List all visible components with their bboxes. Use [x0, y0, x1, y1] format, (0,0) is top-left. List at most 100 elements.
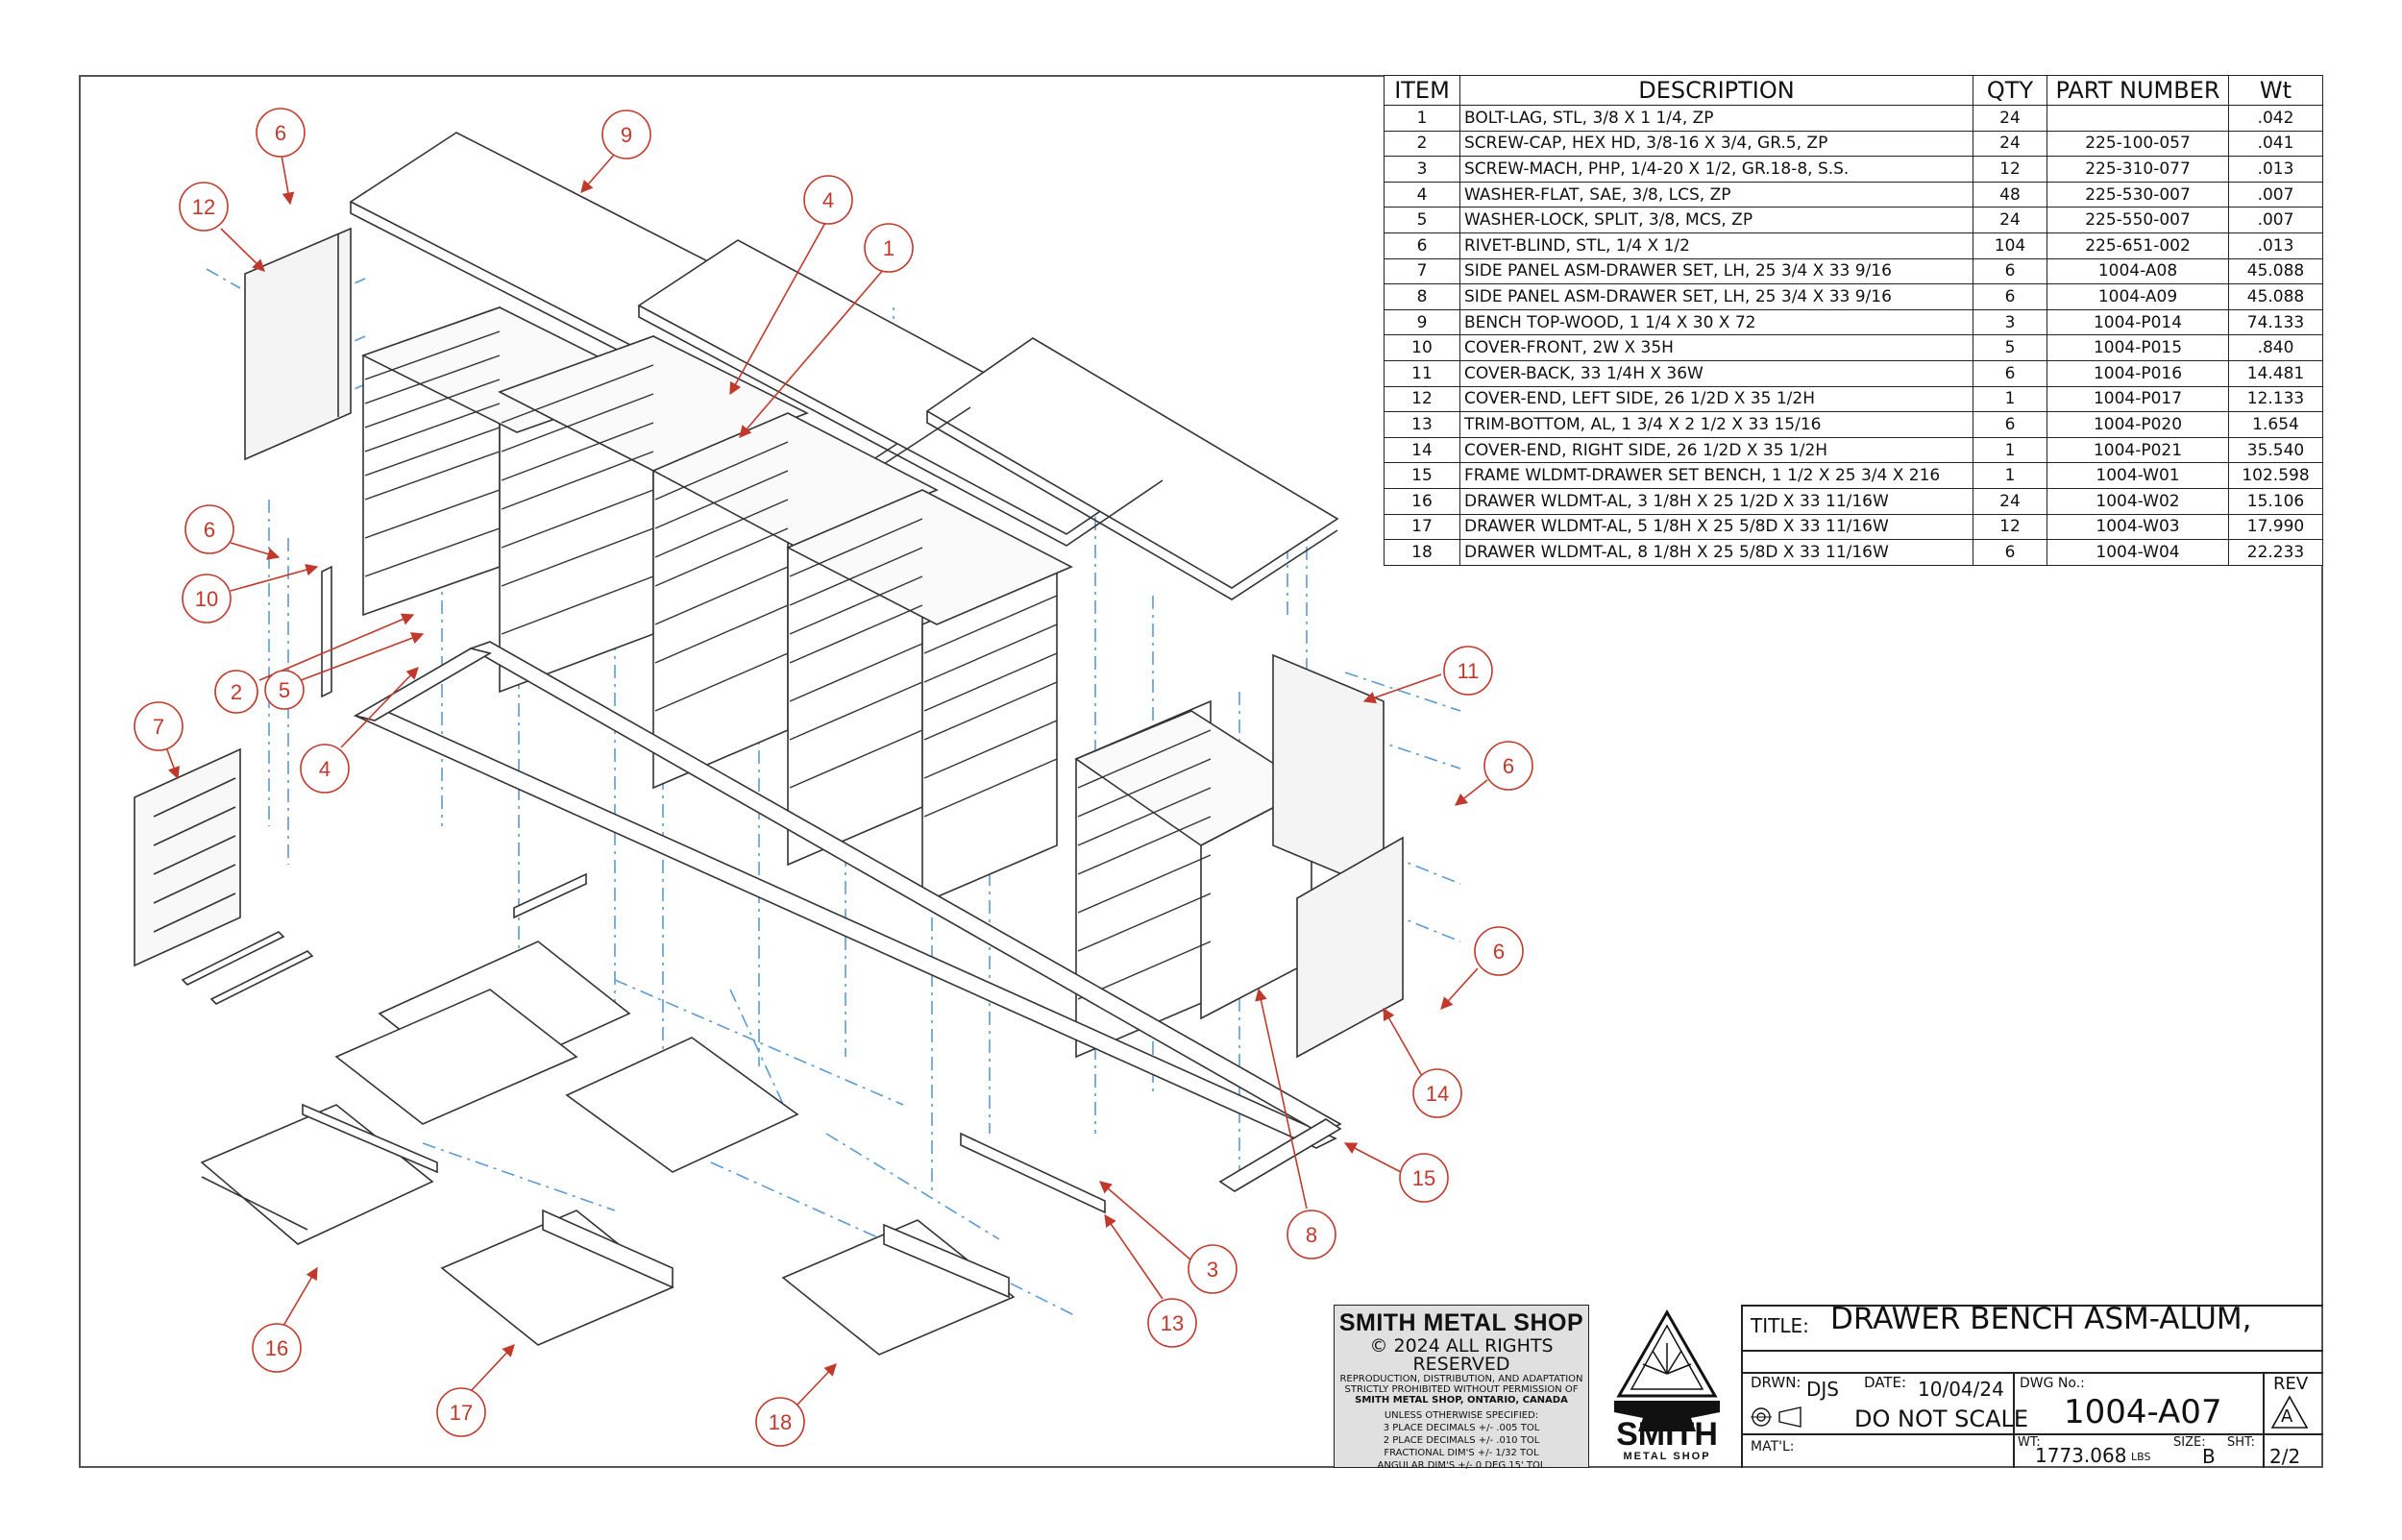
drawer-fronts	[364, 330, 1212, 1000]
bom-cell-weight: .042	[2228, 105, 2323, 132]
bom-cell-qty: 12	[1973, 513, 2047, 541]
bom-cell-item: 7	[1384, 257, 1460, 285]
bom-cell-description: FRAME WLDMT-DRAWER SET BENCH, 1 1/2 X 25…	[1459, 462, 1973, 489]
balloon-item-6d: 6	[1440, 926, 1524, 1010]
tb-line	[1741, 1350, 2323, 1352]
bom-cell-description: SIDE PANEL ASM-DRAWER SET, LH, 25 3/4 X …	[1459, 257, 1973, 285]
tolerance-line: FRACTIONAL DIM'S +/- 1/32 TOL	[1384, 1448, 1539, 1458]
bom-cell-weight: 14.481	[2228, 359, 2323, 387]
sheet-number: 2/2	[2269, 1445, 2301, 1468]
bom-cell-item: 3	[1384, 156, 1460, 183]
bom-cell-part-number: 1004-P021	[2047, 436, 2229, 464]
tb-line	[1741, 1433, 2323, 1435]
bom-cell-weight: 17.990	[2228, 513, 2323, 541]
svg-text:18: 18	[769, 1410, 792, 1434]
bom-cell-weight: .007	[2228, 181, 2323, 208]
tb-line	[2013, 1372, 2015, 1468]
bom-cell-description: BOLT-LAG, STL, 3/8 X 1 1/4, ZP	[1459, 105, 1973, 132]
tolerance-line: ANGULAR DIM'S +/- 0 DEG 15' TOL	[1377, 1460, 1546, 1471]
bom-cell-weight: 45.088	[2228, 283, 2323, 310]
bom-cell-part-number: 1004-W03	[2047, 513, 2229, 541]
balloon-item-2: 2	[214, 613, 415, 714]
bom-cell-weight: 102.598	[2228, 462, 2323, 489]
bom-cell-qty: 1	[1973, 462, 2047, 489]
svg-text:6: 6	[1503, 754, 1514, 778]
drawing-date: 10/04/24	[1918, 1378, 2004, 1401]
bom-cell-weight: 35.540	[2228, 436, 2323, 464]
svg-text:10: 10	[195, 587, 218, 611]
sheet-size: B	[2202, 1445, 2216, 1468]
svg-text:8: 8	[1306, 1223, 1317, 1247]
bom-header-description: DESCRIPTION	[1459, 75, 1973, 106]
bom-cell-part-number: 1004-P020	[2047, 411, 2229, 438]
svg-text:3: 3	[1207, 1258, 1218, 1282]
tolerance-header: UNLESS OTHERWISE SPECIFIED:	[1384, 1410, 1539, 1421]
bom-cell-item: 18	[1384, 539, 1460, 566]
svg-text:13: 13	[1161, 1311, 1184, 1335]
svg-text:12: 12	[192, 195, 215, 219]
balloon-item-11: 11	[1362, 646, 1493, 704]
svg-text:4: 4	[319, 757, 331, 781]
item-balloons: 6 9 12 4 1 6 10 2 5 4 7 11 6 6 14 15 8 3…	[134, 108, 1533, 1447]
date-label: DATE:	[1864, 1374, 1907, 1391]
bom-cell-description: COVER-FRONT, 2W X 35H	[1459, 334, 1973, 361]
company-block: SMITH METAL SHOP © 2024 ALL RIGHTS RESER…	[1334, 1305, 1589, 1471]
bom-cell-qty: 24	[1973, 207, 2047, 233]
bom-header-qty: QTY	[1973, 75, 2047, 106]
bom-cell-part-number: 1004-P016	[2047, 359, 2229, 387]
bom-cell-part-number: 225-651-002	[2047, 232, 2229, 259]
bom-cell-description: SCREW-CAP, HEX HD, 3/8-16 X 3/4, GR.5, Z…	[1459, 130, 1973, 158]
bom-cell-description: DRAWER WLDMT-AL, 5 1/8H X 25 5/8D X 33 1…	[1459, 513, 1973, 541]
company-logo: SMITH METAL SHOP	[1595, 1305, 1739, 1468]
balloon-item-10: 10	[182, 563, 319, 623]
balloon-item-16: 16	[252, 1266, 318, 1373]
bom-cell-weight: 45.088	[2228, 257, 2323, 285]
bom-cell-item: 16	[1384, 487, 1460, 515]
drawing-title: DRAWER BENCH ASM-ALUM,	[1830, 1302, 2252, 1336]
bom-cell-description: COVER-BACK, 33 1/4H X 36W	[1459, 359, 1973, 387]
drawn-by: DJS	[1806, 1378, 1839, 1401]
bom-cell-description: SCREW-MACH, PHP, 1/4-20 X 1/2, GR.18-8, …	[1459, 156, 1973, 183]
drawing-number: 1004-A07	[2064, 1393, 2222, 1431]
bom-cell-qty: 6	[1973, 539, 2047, 566]
balloon-item-4a: 4	[729, 175, 853, 396]
balloon-item-4b: 4	[300, 667, 419, 794]
tb-line	[2263, 1372, 2265, 1468]
balloon-item-5: 5	[264, 632, 425, 710]
bom-cell-description: DRAWER WLDMT-AL, 8 1/8H X 25 5/8D X 33 1…	[1459, 539, 1973, 566]
svg-text:6: 6	[204, 518, 215, 542]
bom-cell-part-number: 225-550-007	[2047, 207, 2229, 233]
bom-cell-weight: 15.106	[2228, 487, 2323, 515]
notice-line: SMITH METAL SHOP, ONTARIO, CANADA	[1355, 1395, 1568, 1406]
bom-cell-description: WASHER-FLAT, SAE, 3/8, LCS, ZP	[1459, 181, 1973, 208]
tb-line	[1741, 1372, 2323, 1374]
bom-cell-part-number: 225-310-077	[2047, 156, 2229, 183]
svg-text:16: 16	[265, 1336, 288, 1360]
bom-header-row: ITEM DESCRIPTION QTY PART NUMBER Wt	[1384, 75, 2323, 106]
balloon-item-3: 3	[1099, 1181, 1238, 1294]
bom-cell-item: 13	[1384, 411, 1460, 438]
bom-cell-description: TRIM-BOTTOM, AL, 1 3/4 X 2 1/2 X 33 15/1…	[1459, 411, 1973, 438]
bom-cell-qty: 6	[1973, 411, 2047, 438]
logo-subtitle: METAL SHOP	[1623, 1451, 1711, 1462]
balloon-item-1: 1	[739, 223, 914, 438]
svg-text:2: 2	[231, 680, 242, 704]
bom-cell-part-number: 1004-P017	[2047, 385, 2229, 413]
bom-cell-qty: 24	[1973, 105, 2047, 132]
balloon-item-12: 12	[179, 182, 265, 272]
bill-of-materials: ITEM DESCRIPTION QTY PART NUMBER Wt 1 BOL…	[1384, 75, 2323, 566]
bom-cell-item: 2	[1384, 130, 1460, 158]
bom-cell-part-number: 1004-W04	[2047, 539, 2229, 566]
bom-cell-weight: 12.133	[2228, 385, 2323, 413]
